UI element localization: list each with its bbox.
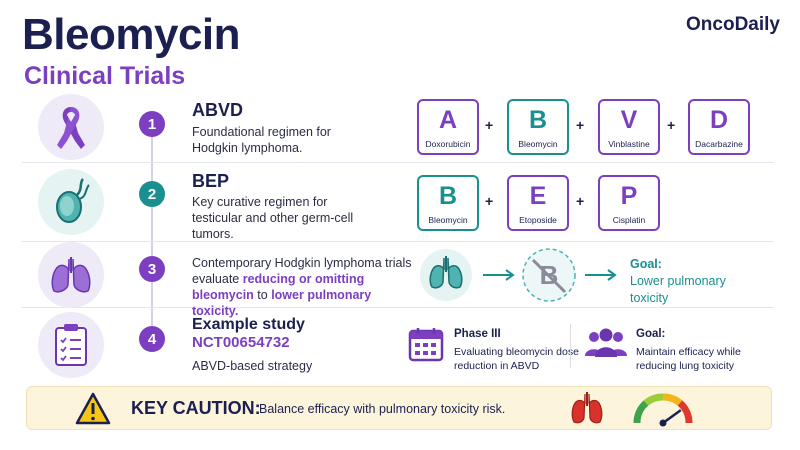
caution-text: Balance efficacy with pulmonary toxicity… [259,402,506,416]
highlight-text: reducing or omitting bleomycin [192,272,365,302]
row-abvd: 1 ABVD Foundational regimen for Hodgkin … [22,91,774,163]
teal-lungs-icon [420,249,472,301]
step-number-3: 3 [139,256,165,282]
highlight-text: lower pulmonary toxicity. [192,288,372,318]
drug-name: Doxorubicin [425,139,471,149]
divider [570,324,571,368]
drug-letter: D [709,106,729,134]
calendar-icon [408,328,444,362]
drug-box-doxorubicin: A Doxorubicin [417,99,479,155]
row-title: BEP [192,171,230,191]
ribbon-icon [57,107,85,149]
page-title: Bleomycin [22,10,241,59]
testis-icon-circle [38,169,104,235]
plus-sign: + [485,117,494,133]
row-description: Key curative regimen for testicular and … [192,195,354,241]
drug-letter: E [529,182,547,210]
drug-box-etoposide: E Etoposide [507,175,569,231]
study-id: NCT00654732 [192,334,290,351]
phase-label: Phase III [454,328,501,340]
text-part: Contemporary Hodgkin lymphoma trials eva… [192,256,412,286]
drug-letter: P [620,182,638,210]
drug-box-dacarbazine: D Dacarbazine [688,99,750,155]
step-number-1: 1 [139,111,165,137]
lungs-icon-circle [38,242,104,308]
phase-description: Evaluating bleomycin dose reduction in A… [454,346,579,372]
drug-name: Vinblastine [608,139,650,149]
clipboard-icon [55,324,87,366]
drug-letter: B [528,106,548,134]
ribbon-icon-circle [38,94,104,160]
drug-name: Cisplatin [612,215,646,225]
goal-text: Maintain efficacy while reducing lung to… [636,346,741,372]
row-example-study: 4 Example study NCT00654732 ABVD-based s… [22,308,774,382]
plus-sign: + [576,117,585,133]
row-description: Foundational regimen for Hodgkin lymphom… [192,125,331,155]
text-part: to [253,288,272,302]
testis-icon [56,178,90,223]
drug-letter: V [620,106,638,134]
lungs-icon [51,257,91,293]
plus-sign: + [667,117,676,133]
row-description: ABVD-based strategy [192,359,313,373]
clipboard-icon-circle [38,312,104,378]
drug-box-bleomycin: B Bleomycin [417,175,479,231]
caution-label: KEY CAUTION: [131,398,261,418]
goal-label: Goal: [630,257,662,271]
goal-pulmonary: Goal: Lower pulmonary toxicity [630,256,735,307]
bleomycin-crossed-icon: B [522,248,576,302]
risk-gauge-icon [633,393,693,427]
row-contemporary-trials: 3 Contemporary Hodgkin lymphoma trials e… [22,242,774,318]
drug-name: Bleomycin [428,215,468,225]
step-number-2: 2 [139,181,165,207]
key-caution-banner: KEY CAUTION: Balance efficacy with pulmo… [26,386,772,430]
arrow-right-icon [483,269,515,281]
timeline-line [151,123,153,341]
page-subtitle: Clinical Trials [24,62,186,90]
drug-name: Etoposide [519,215,557,225]
drug-box-vinblastine: V Vinblastine [598,99,660,155]
brand-logo: OncoDaily [686,14,780,35]
arrow-right-icon [585,269,617,281]
drug-box-cisplatin: P Cisplatin [598,175,660,231]
plus-sign: + [576,193,585,209]
row-description: Contemporary Hodgkin lymphoma trials eva… [192,255,417,319]
drug-name: Bleomycin [518,139,558,149]
drug-name: Dacarbazine [695,139,743,149]
drug-letter: B [438,182,458,210]
plus-sign: + [485,193,494,209]
drug-letter: A [438,106,458,134]
drug-box-bleomycin: B Bleomycin [507,99,569,155]
red-lungs-icon [571,392,603,424]
warning-triangle-icon [75,392,111,425]
step-number-4: 4 [139,326,165,352]
row-bep: 2 BEP Key curative regimen for testicula… [22,163,774,242]
goal-text: Lower pulmonary toxicity [630,274,726,305]
patients-group-icon [585,328,627,357]
row-title: ABVD [192,100,244,120]
goal-label: Goal: [636,328,666,340]
row-title: Example study [192,316,305,333]
